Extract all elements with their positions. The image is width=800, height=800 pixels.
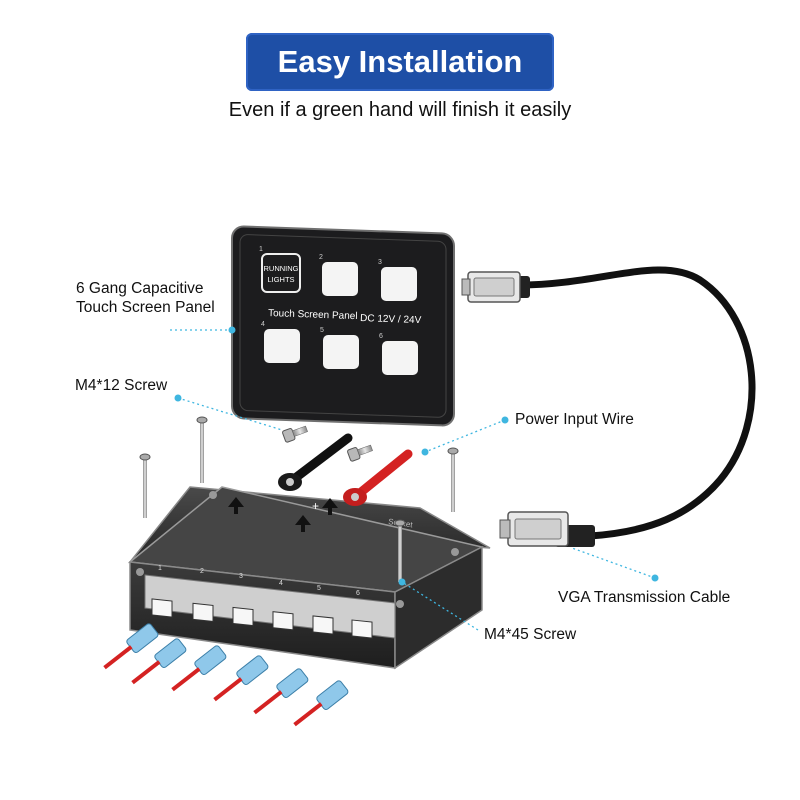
- port-number-1: 1: [158, 565, 162, 572]
- callout-power-input-wire: Power Input Wire: [515, 411, 634, 428]
- port-number-5: 5: [317, 585, 321, 592]
- panel-button-2: [322, 262, 358, 296]
- minus-sign: -: [258, 483, 262, 497]
- callout-lines: [170, 329, 656, 631]
- callout-dots: [174, 326, 659, 586]
- callout-m4-12-screw: M4*12 Screw: [75, 377, 168, 394]
- port-number-2: 2: [200, 568, 204, 575]
- port-number-3: 3: [239, 573, 243, 580]
- title-text: Easy Installation: [277, 44, 523, 79]
- power-input-wire: [278, 433, 413, 506]
- button-number-4: 4: [261, 321, 265, 328]
- callout-panel-line2: Touch Screen Panel: [76, 299, 215, 316]
- vga-connector-top: [461, 271, 530, 303]
- panel-button-1: RUNNING LIGHTS: [261, 253, 301, 293]
- voltage-text: DC 12V / 24V: [360, 313, 422, 326]
- panel-button-4: [264, 329, 300, 363]
- port-number-4: 4: [279, 580, 283, 587]
- relay-box: - + Socket 1 2 3 4 5 6: [128, 483, 491, 670]
- touch-screen-panel: RUNNING LIGHTS 1 2 3 4 5 6 Touch Screen …: [231, 225, 455, 427]
- button1-label-line1: RUNNING: [264, 264, 299, 273]
- callout-m4-45-screw: M4*45 Screw: [484, 626, 577, 643]
- port-number-6: 6: [356, 590, 360, 597]
- short-screws: [282, 425, 373, 462]
- button-number-1: 1: [259, 246, 263, 253]
- panel-text: Touch Screen Panel: [268, 308, 358, 322]
- panel-button-6: [382, 341, 418, 375]
- vga-cable: [461, 266, 756, 547]
- plus-sign: +: [312, 499, 319, 513]
- subtitle-text: Even if a green hand will finish it easi…: [228, 99, 572, 121]
- front-ports: [151, 598, 373, 639]
- wire-connectors: [103, 623, 349, 727]
- panel-button-5: [323, 335, 359, 369]
- vga-connector-bottom: [499, 511, 595, 547]
- title-banner: Easy Installation: [246, 33, 554, 91]
- long-screws: [139, 416, 459, 582]
- panel-button-3: [381, 267, 417, 301]
- button-number-3: 3: [378, 259, 382, 266]
- button-number-2: 2: [319, 254, 323, 261]
- callout-panel-line1: 6 Gang Capacitive: [76, 280, 204, 297]
- button-number-5: 5: [320, 327, 324, 334]
- button1-label-line2: LIGHTS: [267, 275, 294, 284]
- button-number-6: 6: [379, 333, 383, 340]
- callout-vga-cable: VGA Transmission Cable: [558, 589, 731, 606]
